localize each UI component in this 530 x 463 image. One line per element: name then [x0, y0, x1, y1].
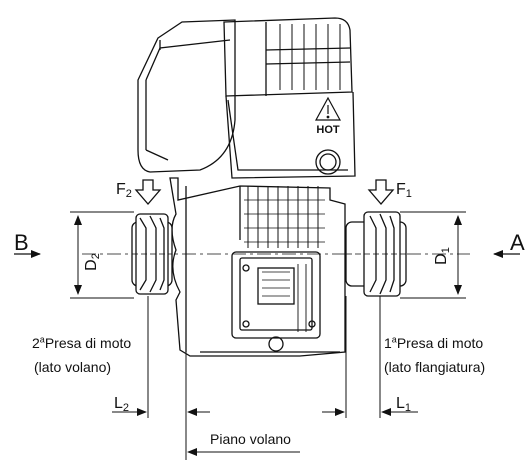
pto-2-ordinal: 2: [32, 335, 40, 351]
pto-1-title: 1aPresa di moto: [384, 334, 483, 352]
pulley-right: [345, 211, 407, 297]
view-a-label: A: [510, 230, 525, 255]
engine-body: [137, 17, 356, 357]
diameter-2-dimension: [70, 211, 134, 299]
pto-2-line1: Presa di moto: [44, 335, 132, 351]
pto-1-line1: Presa di moto: [396, 335, 484, 351]
hot-label: HOT: [316, 124, 340, 136]
force-1-arrow-icon: [367, 179, 395, 205]
pto-1-ordinal: 1: [384, 335, 392, 351]
pto-2-title: 2aPresa di moto: [32, 334, 131, 352]
diameter-1-dimension: [400, 211, 466, 299]
view-b-label: B: [14, 230, 29, 255]
diameter-1-label: D1: [433, 247, 452, 265]
svg-text:F2: F2: [116, 181, 132, 200]
reference-lines: [147, 296, 381, 460]
pto-2-line2: (lato volano): [34, 359, 112, 375]
flywheel-plane-label: Piano volano: [210, 431, 291, 447]
length-2-label: L2: [114, 395, 129, 414]
hot-warning-icon: [314, 96, 342, 121]
pto-2-sup: a: [39, 334, 45, 345]
force-2-label: F2: [116, 181, 132, 200]
pulley-left: [131, 213, 173, 295]
length-1-label: L1: [396, 395, 411, 414]
pto-1-sup: a: [391, 334, 397, 345]
force-1-label: F1: [396, 181, 412, 200]
svg-text:F1: F1: [396, 181, 412, 200]
diameter-2-label: D2: [83, 253, 102, 271]
pto-1-line2: (lato flangiatura): [384, 359, 486, 375]
force-2-arrow-icon: [134, 179, 162, 205]
